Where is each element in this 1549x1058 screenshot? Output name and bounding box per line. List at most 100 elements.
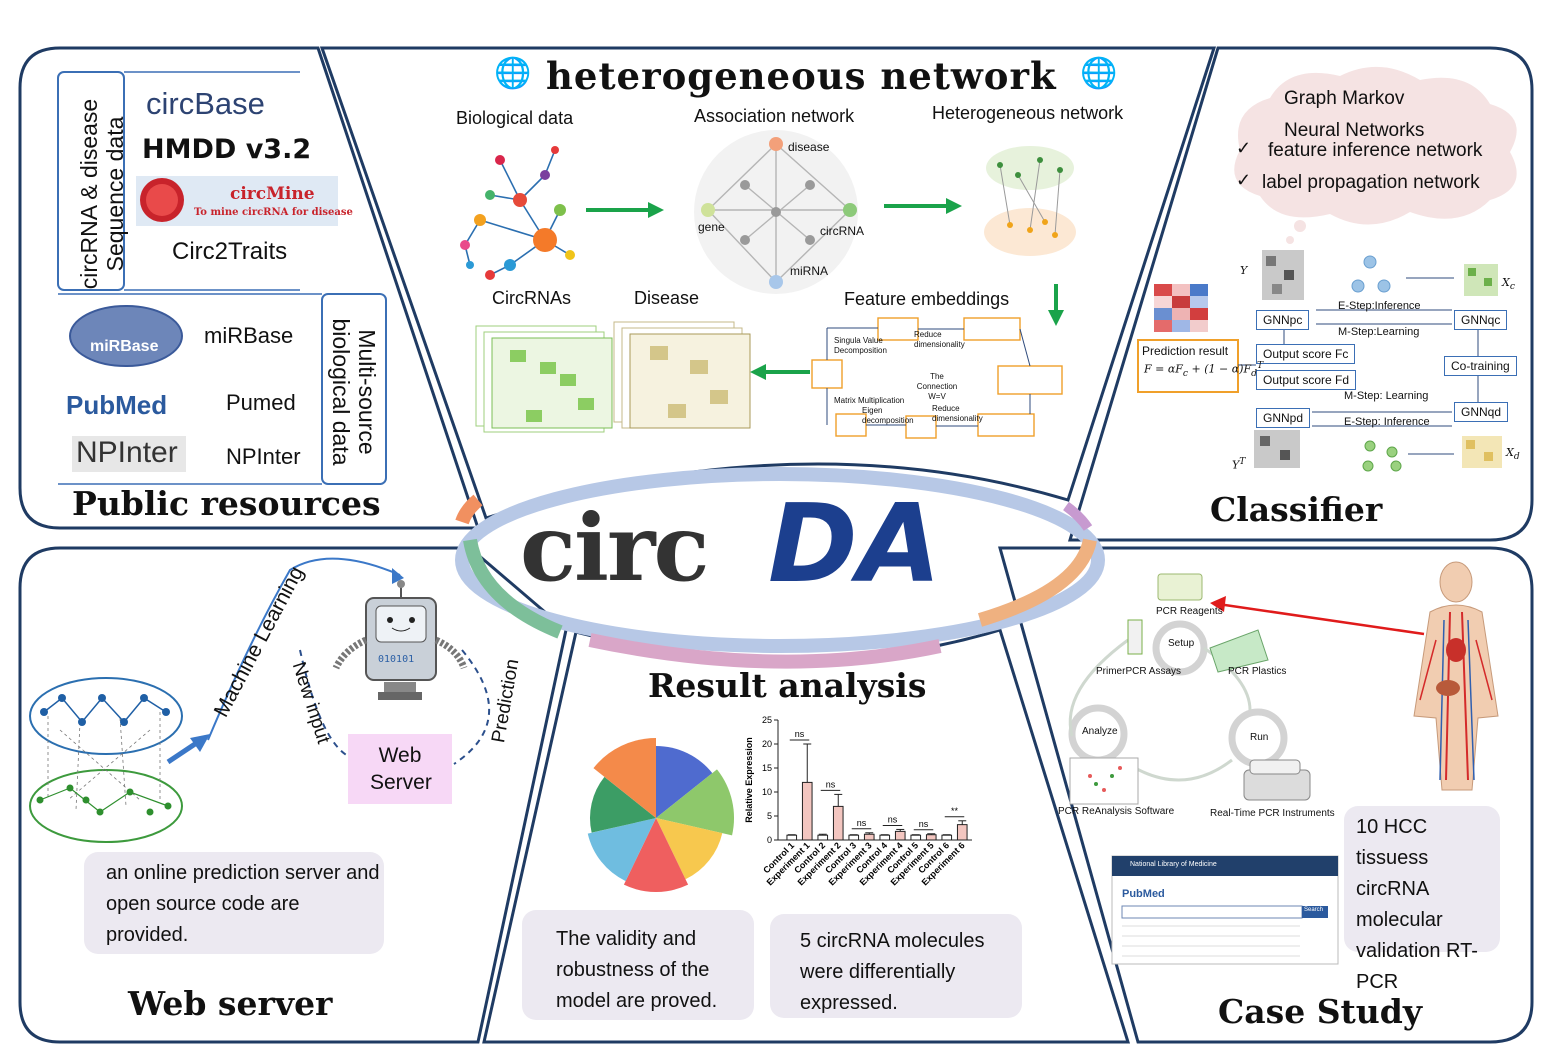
- bar: [894, 830, 906, 841]
- significance-label: ns: [919, 819, 929, 829]
- logo-da: DA: [768, 482, 942, 607]
- hmdd-logo: HMDD v3.2: [142, 134, 312, 165]
- bar: [848, 834, 860, 841]
- gnnpc-box: GNNpc: [1256, 310, 1310, 330]
- svd-eigen-label: Eigen decomposition: [862, 406, 914, 425]
- cloud-item2: label propagation network: [1262, 172, 1480, 193]
- result-box-2: 5 circRNA molecules were differentially …: [770, 914, 1022, 1018]
- instruments-label: Real-Time PCR Instruments: [1210, 808, 1335, 819]
- pumed-label: Pumed: [226, 390, 296, 415]
- pcr-plastics-label: PCR Plastics: [1228, 666, 1287, 677]
- case-study-title: Case Study: [1218, 992, 1423, 1031]
- logo-circ: circ: [520, 494, 709, 602]
- node-gene-label: gene: [698, 220, 725, 234]
- result-box-1: The validity and robustness of the model…: [522, 910, 754, 1020]
- gnnqc-box: GNNqc: [1454, 310, 1508, 330]
- pie-slice: [656, 769, 734, 836]
- bar: [817, 834, 829, 841]
- cotraining-box: Co-training: [1444, 356, 1517, 376]
- circ2traits-label: Circ2Traits: [172, 238, 288, 265]
- run-label: Run: [1250, 732, 1269, 743]
- header-title: heterogeneous network: [546, 54, 1057, 98]
- yt-label: YT: [1232, 456, 1246, 472]
- feature-embeddings-label: Feature embeddings: [844, 289, 1010, 309]
- web-server-description: an online prediction server and open sou…: [84, 852, 384, 954]
- bar: [941, 834, 953, 841]
- y-tick-label: 0: [767, 835, 772, 845]
- pie-chart: [587, 738, 734, 893]
- pie-slice: [656, 746, 713, 818]
- circrna-matrix: [475, 325, 613, 433]
- network-globe-right-icon: 🌐: [1080, 56, 1118, 91]
- public-resources-title: Public resources: [72, 484, 381, 523]
- pie-slice: [656, 818, 723, 880]
- circrnas-label: CircRNAs: [492, 288, 571, 308]
- result-analysis-title: Result analysis: [648, 666, 927, 705]
- significance-label: ns: [857, 818, 867, 828]
- classifier-title: Classifier: [1210, 490, 1383, 529]
- bar: [956, 824, 968, 841]
- robot: [332, 580, 468, 700]
- disease-matrix: [613, 321, 751, 429]
- significance-label: ns: [888, 814, 898, 824]
- web-server-box[interactable]: Web Server: [348, 734, 452, 804]
- mstep2-label: M-Step: Learning: [1344, 390, 1429, 402]
- association-network-label: Association network: [694, 106, 855, 126]
- check-icon-1: ✓: [1236, 138, 1252, 158]
- svd-connection-label: The Connection W=V: [916, 372, 958, 401]
- npinter-logo: NPInter: [76, 436, 178, 469]
- sequence-data-label: circRNA & disease Sequence data: [76, 98, 128, 290]
- heatmap-pred: [1154, 284, 1208, 332]
- bar: [863, 833, 875, 841]
- svd-reduce1-label: Reduce dimensionality: [914, 330, 965, 349]
- xc-label: Xc: [1502, 276, 1515, 293]
- pcr-reagents-label: PCR Reagents: [1156, 606, 1223, 617]
- bar: [832, 805, 844, 841]
- svd-singular-label: Singula Value Decomposition: [834, 336, 887, 355]
- bar: [910, 834, 922, 841]
- xd-label: Xd: [1506, 446, 1520, 463]
- heatmap-xd: [1462, 436, 1502, 468]
- circmine-tagline: To mine circRNA for disease: [194, 207, 353, 218]
- node-disease-label: disease: [788, 140, 830, 154]
- mirbase-label: miRBase: [204, 323, 294, 348]
- output-d-box: Output score Fd: [1256, 370, 1357, 390]
- significance-label: ns: [826, 779, 836, 789]
- web-server-title: Web server: [128, 984, 333, 1023]
- reanalysis-label: PCR ReAnalysis Software: [1058, 806, 1175, 817]
- nlm-header: National Library of Medicine: [1130, 861, 1217, 868]
- circmine-logo: circMine: [230, 184, 315, 204]
- mstep1-label: M-Step:Learning: [1338, 326, 1420, 338]
- pie-slice: [587, 818, 656, 882]
- bar: [786, 834, 798, 841]
- heatmap-yt: [1254, 430, 1300, 468]
- primer-assays-label: PrimerPCR Assays: [1096, 666, 1182, 677]
- bar: [879, 834, 891, 841]
- pubmed-search-button[interactable]: Search: [1304, 907, 1324, 913]
- y-label: Y: [1240, 264, 1248, 277]
- bar: [925, 834, 937, 841]
- cloud-line1: Graph Markov: [1284, 88, 1405, 109]
- robot-code: 010101: [378, 654, 415, 665]
- svd-reduce2-label: Reduce dimensionality: [932, 404, 983, 423]
- y-tick-label: 10: [762, 787, 772, 797]
- pie-slice: [590, 776, 656, 833]
- network-globe-left-icon: 🌐: [494, 56, 532, 91]
- biological-data-label: Biological data: [456, 108, 574, 128]
- pie-slice: [593, 738, 656, 818]
- circda-logo: circ DA: [520, 482, 1000, 610]
- estep2-label: E-Step: Inference: [1344, 416, 1430, 428]
- gnnqd-box: GNNqd: [1454, 402, 1509, 422]
- circbase-logo: circBase: [146, 86, 265, 121]
- heterogeneous-network-label: Heterogeneous network: [932, 103, 1124, 123]
- case-study-box: 10 HCC tissuess circRNA molecular valida…: [1344, 806, 1500, 993]
- analyze-label: Analyze: [1082, 726, 1118, 737]
- prediction-result-label: Prediction result: [1142, 344, 1229, 358]
- y-tick-label: 15: [762, 763, 772, 773]
- significance-label: ns: [795, 729, 805, 739]
- setup-label: Setup: [1168, 638, 1195, 649]
- node-mirna-label: miRNA: [790, 264, 828, 278]
- svd-matrix-mult-label: Matrix Multiplication: [834, 396, 905, 405]
